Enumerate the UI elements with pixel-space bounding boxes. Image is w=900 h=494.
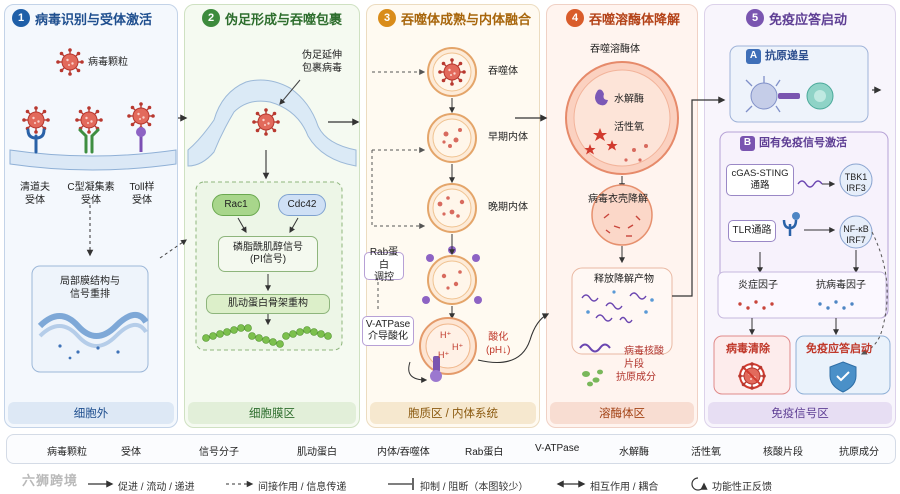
zone-cytoplasm: 胞质区 / 内体系统 — [370, 402, 536, 424]
panel-1-title-text: 病毒识别与受体激活 — [35, 11, 153, 27]
vatpase-acidification-box: V-ATPase 介导酸化 — [362, 316, 414, 346]
proton-label-1: H⁺ — [440, 330, 452, 340]
tbk1-irf3-label: TBK1 IRF3 — [844, 172, 868, 194]
zone-membrane: 细胞膜区 — [188, 402, 356, 424]
legend: 病毒颗粒 受体 信号分子 肌动蛋白 内体/吞噬体 Rab蛋白 V-ATPase … — [6, 434, 896, 464]
watermark-text: 六狮跨境 — [22, 473, 79, 488]
early-endosome-label: 早期内体 — [488, 132, 528, 143]
innate-signal-text: 固有免疫信号激活 — [759, 136, 847, 149]
nfkb-irf7-label: NF-κB IRF7 — [843, 224, 869, 246]
zone-immune: 免疫信号区 — [708, 402, 892, 424]
c-type-lectin-receptor-label: C型凝集素 受体 — [67, 182, 115, 206]
cdc42-node: Cdc42 — [278, 194, 326, 216]
panel-3-title-text: 吞噬体成熟与内体融合 — [401, 11, 532, 27]
antigen-presentation-title: A 抗原递呈 — [746, 49, 809, 64]
actin-remodel-box: 肌动蛋白骨架重构 — [206, 294, 330, 314]
phagosome-label: 吞噬体 — [488, 66, 518, 77]
proton-label-3: H⁺ — [438, 350, 450, 360]
capsid-degradation-label: 病毒衣壳降解 — [588, 194, 648, 205]
virus-label: 病毒颗粒 — [88, 57, 128, 68]
step-badge-4: 4 — [566, 9, 584, 27]
panel-4-title-text: 吞噬溶酶体降解 — [589, 11, 681, 27]
immune-activation-label: 免疫应答启动 — [806, 343, 872, 355]
legend-endosome: 内体/吞噬体 — [377, 447, 430, 458]
acidification-label: 酸化 (pH↓) — [486, 332, 511, 356]
phagolysosome-label: 吞噬溶酶体 — [590, 44, 640, 55]
legend-actin: 肌动蛋白 — [297, 447, 337, 458]
panel-5-title: 5 免疫应答启动 — [746, 6, 847, 30]
panel-immune-response — [704, 4, 896, 428]
legend-signal-molecule: 信号分子 — [199, 447, 239, 458]
membrane-reorganization-label: 局部膜结构与 信号重排 — [60, 276, 120, 300]
panel-4-title: 4 吞噬溶酶体降解 — [566, 6, 680, 30]
late-endosome-label: 晚期内体 — [488, 202, 528, 213]
inflammatory-cytokine-label: 炎症因子 — [738, 280, 778, 291]
legend-rab: Rab蛋白 — [465, 447, 504, 458]
antigen-component-label: 抗原成分 — [616, 372, 656, 383]
section-a-badge: A — [746, 49, 761, 64]
antiviral-factor-label: 抗病毒因子 — [816, 280, 866, 291]
cgas-sting-box: cGAS-STING 通路 — [726, 164, 794, 196]
panel-5-title-text: 免疫应答启动 — [769, 11, 848, 27]
step-badge-2: 2 — [202, 9, 220, 27]
legend-vatpase: V-ATPase — [535, 443, 580, 454]
legend-inhibit: 抑制 / 阻断（本图较少） — [420, 482, 529, 493]
step-badge-3: 3 — [378, 9, 396, 27]
antigen-presentation-text: 抗原递呈 — [765, 49, 809, 62]
legend-virus: 病毒颗粒 — [47, 447, 87, 458]
rab-regulation-box: Rab蛋白 调控 — [364, 247, 404, 283]
rac1-node: Rac1 — [212, 194, 260, 216]
panel-2-title-text: 伪足形成与吞噬包裹 — [225, 11, 343, 27]
tlr-pathway-box: TLR通路 — [728, 220, 776, 242]
innate-signal-title: B 固有免疫信号激活 — [740, 136, 847, 151]
pseudopod-label: 伪足延伸 包裹病毒 — [302, 50, 342, 74]
legend-antigen: 抗原成分 — [839, 447, 879, 458]
hydrolase-label: 水解酶 — [614, 94, 644, 105]
legend-nucleic-acid: 核酸片段 — [763, 447, 803, 458]
legend-interaction: 相互作用 / 耦合 — [590, 482, 659, 493]
legend-receptor: 受体 — [121, 447, 141, 458]
toll-like-receptor-label: Toll样 受体 — [129, 182, 155, 206]
step-badge-1: 1 — [12, 9, 30, 27]
legend-dashed-arrow: 间接作用 / 信息传递 — [258, 482, 347, 493]
zone-lysosome: 溶酶体区 — [550, 402, 694, 424]
virus-clearance-label: 病毒清除 — [726, 343, 770, 355]
panel-1-title: 1 病毒识别与受体激活 — [12, 6, 152, 30]
scavenger-receptor-label: 清道夫 受体 — [20, 182, 50, 206]
legend-feedback: 功能性正反馈 — [712, 482, 772, 493]
panel-3-title: 3 吞噬体成熟与内体融合 — [378, 6, 531, 30]
release-products-label: 释放降解产物 — [594, 274, 654, 285]
step-badge-5: 5 — [746, 9, 764, 27]
zone-extracellular: 细胞外 — [8, 402, 174, 424]
section-b-badge: B — [740, 136, 755, 151]
nucleic-fragment-label: 病毒核酸 片段 — [624, 346, 664, 370]
legend-solid-arrow: 促进 / 流动 / 递进 — [118, 482, 195, 493]
pi-signal-box: 磷脂酰肌醇信号 (PI信号) — [218, 236, 318, 272]
panel-2-title: 2 伪足形成与吞噬包裹 — [202, 6, 342, 30]
panel-lysosome-degradation — [546, 4, 698, 428]
legend-enzyme: 水解酶 — [619, 447, 649, 458]
ros-label: 活性氧 — [614, 122, 644, 133]
proton-label-2: H⁺ — [452, 342, 464, 352]
legend-ros: 活性氧 — [691, 447, 721, 458]
